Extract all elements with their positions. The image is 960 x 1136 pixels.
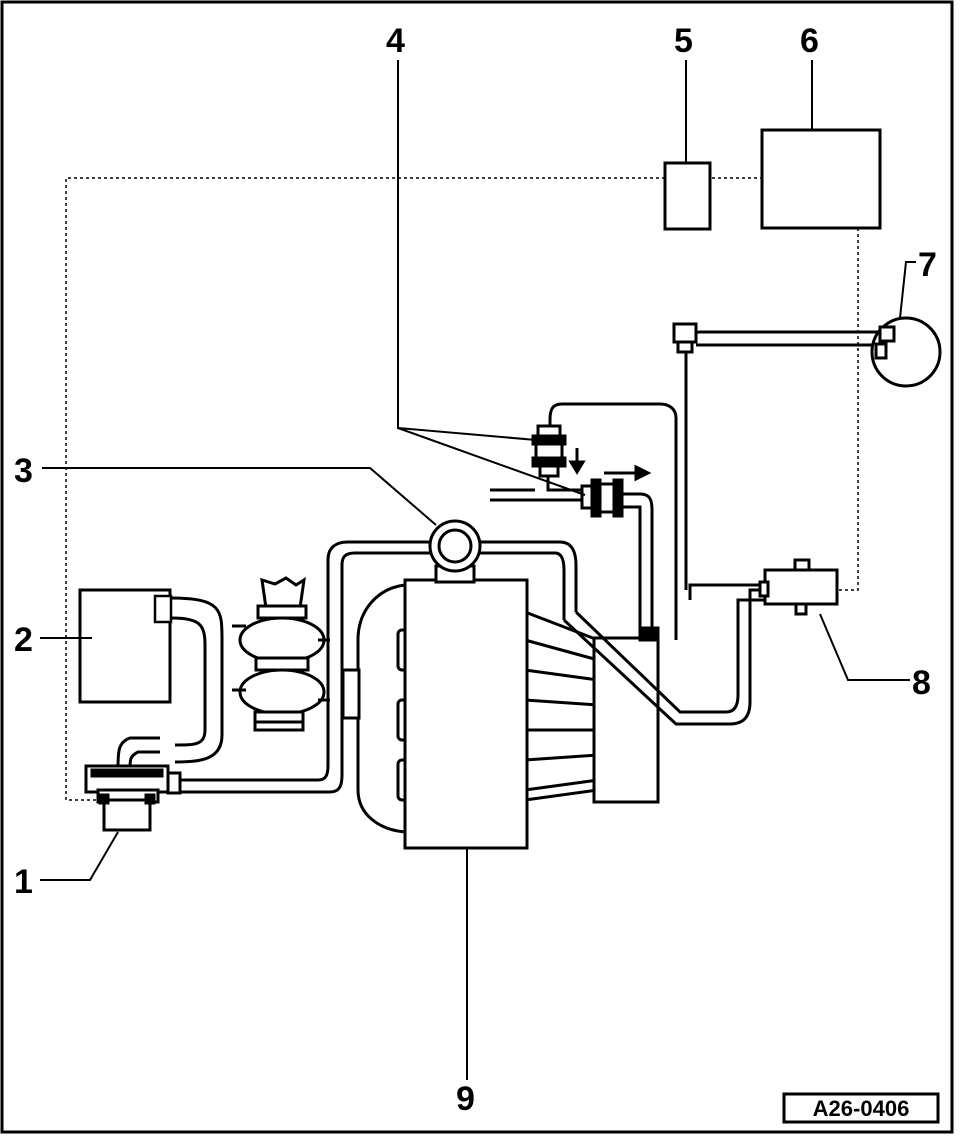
- callout-8: 8: [912, 664, 931, 702]
- control-module-icon: [760, 128, 882, 230]
- electrical-wiring: [65, 177, 859, 801]
- bellows-icon: [232, 576, 330, 732]
- leader-lines: [40, 60, 916, 1080]
- callout-4: 4: [386, 22, 405, 60]
- vacuum-lines: [490, 330, 880, 726]
- callout-5: 5: [674, 22, 693, 60]
- box-unit-icon: [78, 588, 173, 704]
- callout-3: 3: [14, 452, 33, 490]
- callout-1: 1: [14, 863, 33, 901]
- figure-reference-box: A26-0406: [782, 1092, 940, 1124]
- callout-labels: 1 2 3 4 5 6 7 8 9: [14, 22, 937, 1118]
- callout-2: 2: [14, 621, 33, 659]
- figure-reference-code: A26-0406: [813, 1096, 910, 1121]
- callout-6: 6: [800, 22, 819, 60]
- check-valves-icon: [531, 424, 652, 518]
- valve-unit-icon: [84, 764, 182, 832]
- solenoid-valve-icon: [758, 558, 839, 616]
- vacuum-reservoir-icon: [870, 316, 942, 388]
- ring-connector-icon: [428, 519, 482, 584]
- engine-block-icon: [341, 578, 660, 850]
- callout-7: 7: [918, 246, 937, 284]
- tee-fitting-icon: [672, 322, 698, 354]
- small-module-icon: [663, 161, 712, 231]
- callout-9: 9: [456, 1080, 475, 1118]
